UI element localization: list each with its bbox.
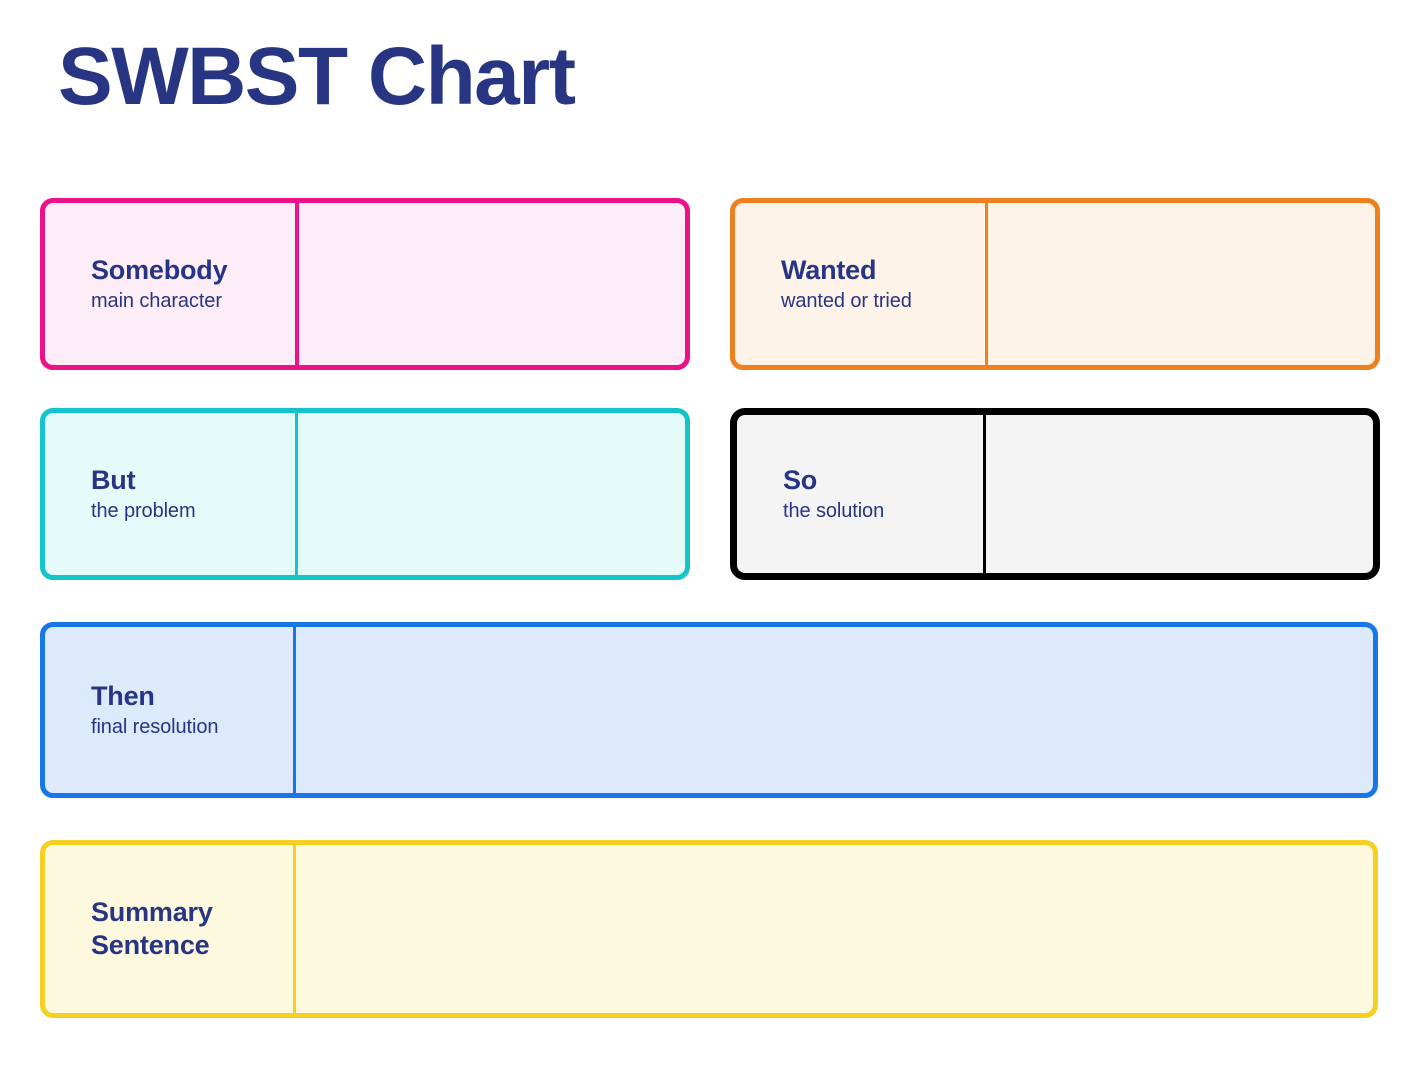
so-title: So (783, 465, 818, 496)
swbst-card-then: Then final resolution (40, 622, 1378, 798)
then-subtitle: final resolution (91, 715, 219, 738)
somebody-divider (295, 203, 299, 365)
somebody-title: Somebody (91, 255, 228, 286)
but-answer-area[interactable] (298, 413, 685, 575)
summary-title: Summary Sentence (91, 897, 213, 960)
somebody-subtitle: main character (91, 289, 222, 312)
but-subtitle: the problem (91, 499, 196, 522)
wanted-title: Wanted (781, 255, 877, 286)
page-title: SWBST Chart (58, 31, 576, 122)
summary-label-cell: Summary Sentence (45, 845, 293, 1013)
then-label-cell: Then final resolution (45, 627, 293, 793)
wanted-divider (985, 203, 988, 365)
wanted-subtitle: wanted or tried (781, 289, 912, 312)
so-label-cell: So the solution (737, 415, 983, 573)
so-divider (983, 415, 986, 573)
swbst-card-somebody: Somebody main character (40, 198, 690, 370)
but-title: But (91, 465, 136, 496)
so-subtitle: the solution (783, 499, 885, 522)
then-title: Then (91, 681, 155, 712)
wanted-label-cell: Wanted wanted or tried (735, 203, 985, 365)
summary-answer-area[interactable] (296, 845, 1373, 1013)
so-answer-area[interactable] (986, 415, 1373, 573)
wanted-answer-area[interactable] (988, 203, 1375, 365)
but-label-cell: But the problem (45, 413, 295, 575)
swbst-card-but: But the problem (40, 408, 690, 580)
then-answer-area[interactable] (296, 627, 1373, 793)
but-divider (295, 413, 298, 575)
swbst-card-wanted: Wanted wanted or tried (730, 198, 1380, 370)
somebody-answer-area[interactable] (299, 203, 685, 365)
somebody-label-cell: Somebody main character (45, 203, 295, 365)
summary-divider (293, 845, 296, 1013)
swbst-card-summary: Summary Sentence (40, 840, 1378, 1018)
then-divider (293, 627, 296, 793)
swbst-card-so: So the solution (730, 408, 1380, 580)
